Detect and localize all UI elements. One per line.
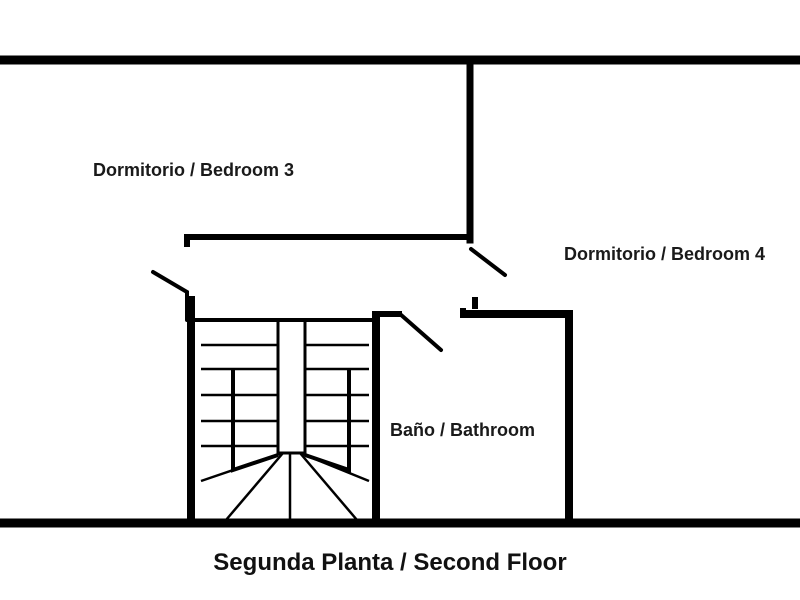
bedroom3-label: Dormitorio / Bedroom 3 [93, 160, 295, 180]
bedroom4-label: Dormitorio / Bedroom 4 [564, 244, 766, 264]
bedroom4-door [469, 247, 507, 277]
doors [151, 247, 507, 352]
staircase [200, 318, 370, 521]
bathroom-label: Baño / Bathroom [390, 420, 536, 440]
floor-caption: Segunda Planta / Second Floor [213, 549, 567, 576]
stair-left-flight [201, 343, 278, 448]
stair-right-flight [305, 343, 369, 448]
exterior-walls [0, 55, 800, 528]
stair-central-well [276, 318, 307, 455]
stair-winder-treads [200, 451, 370, 521]
interior-walls [184, 56, 573, 523]
bedroom3-door [151, 270, 189, 322]
bathroom-door [398, 312, 443, 352]
stair-left-handrail [231, 368, 279, 473]
